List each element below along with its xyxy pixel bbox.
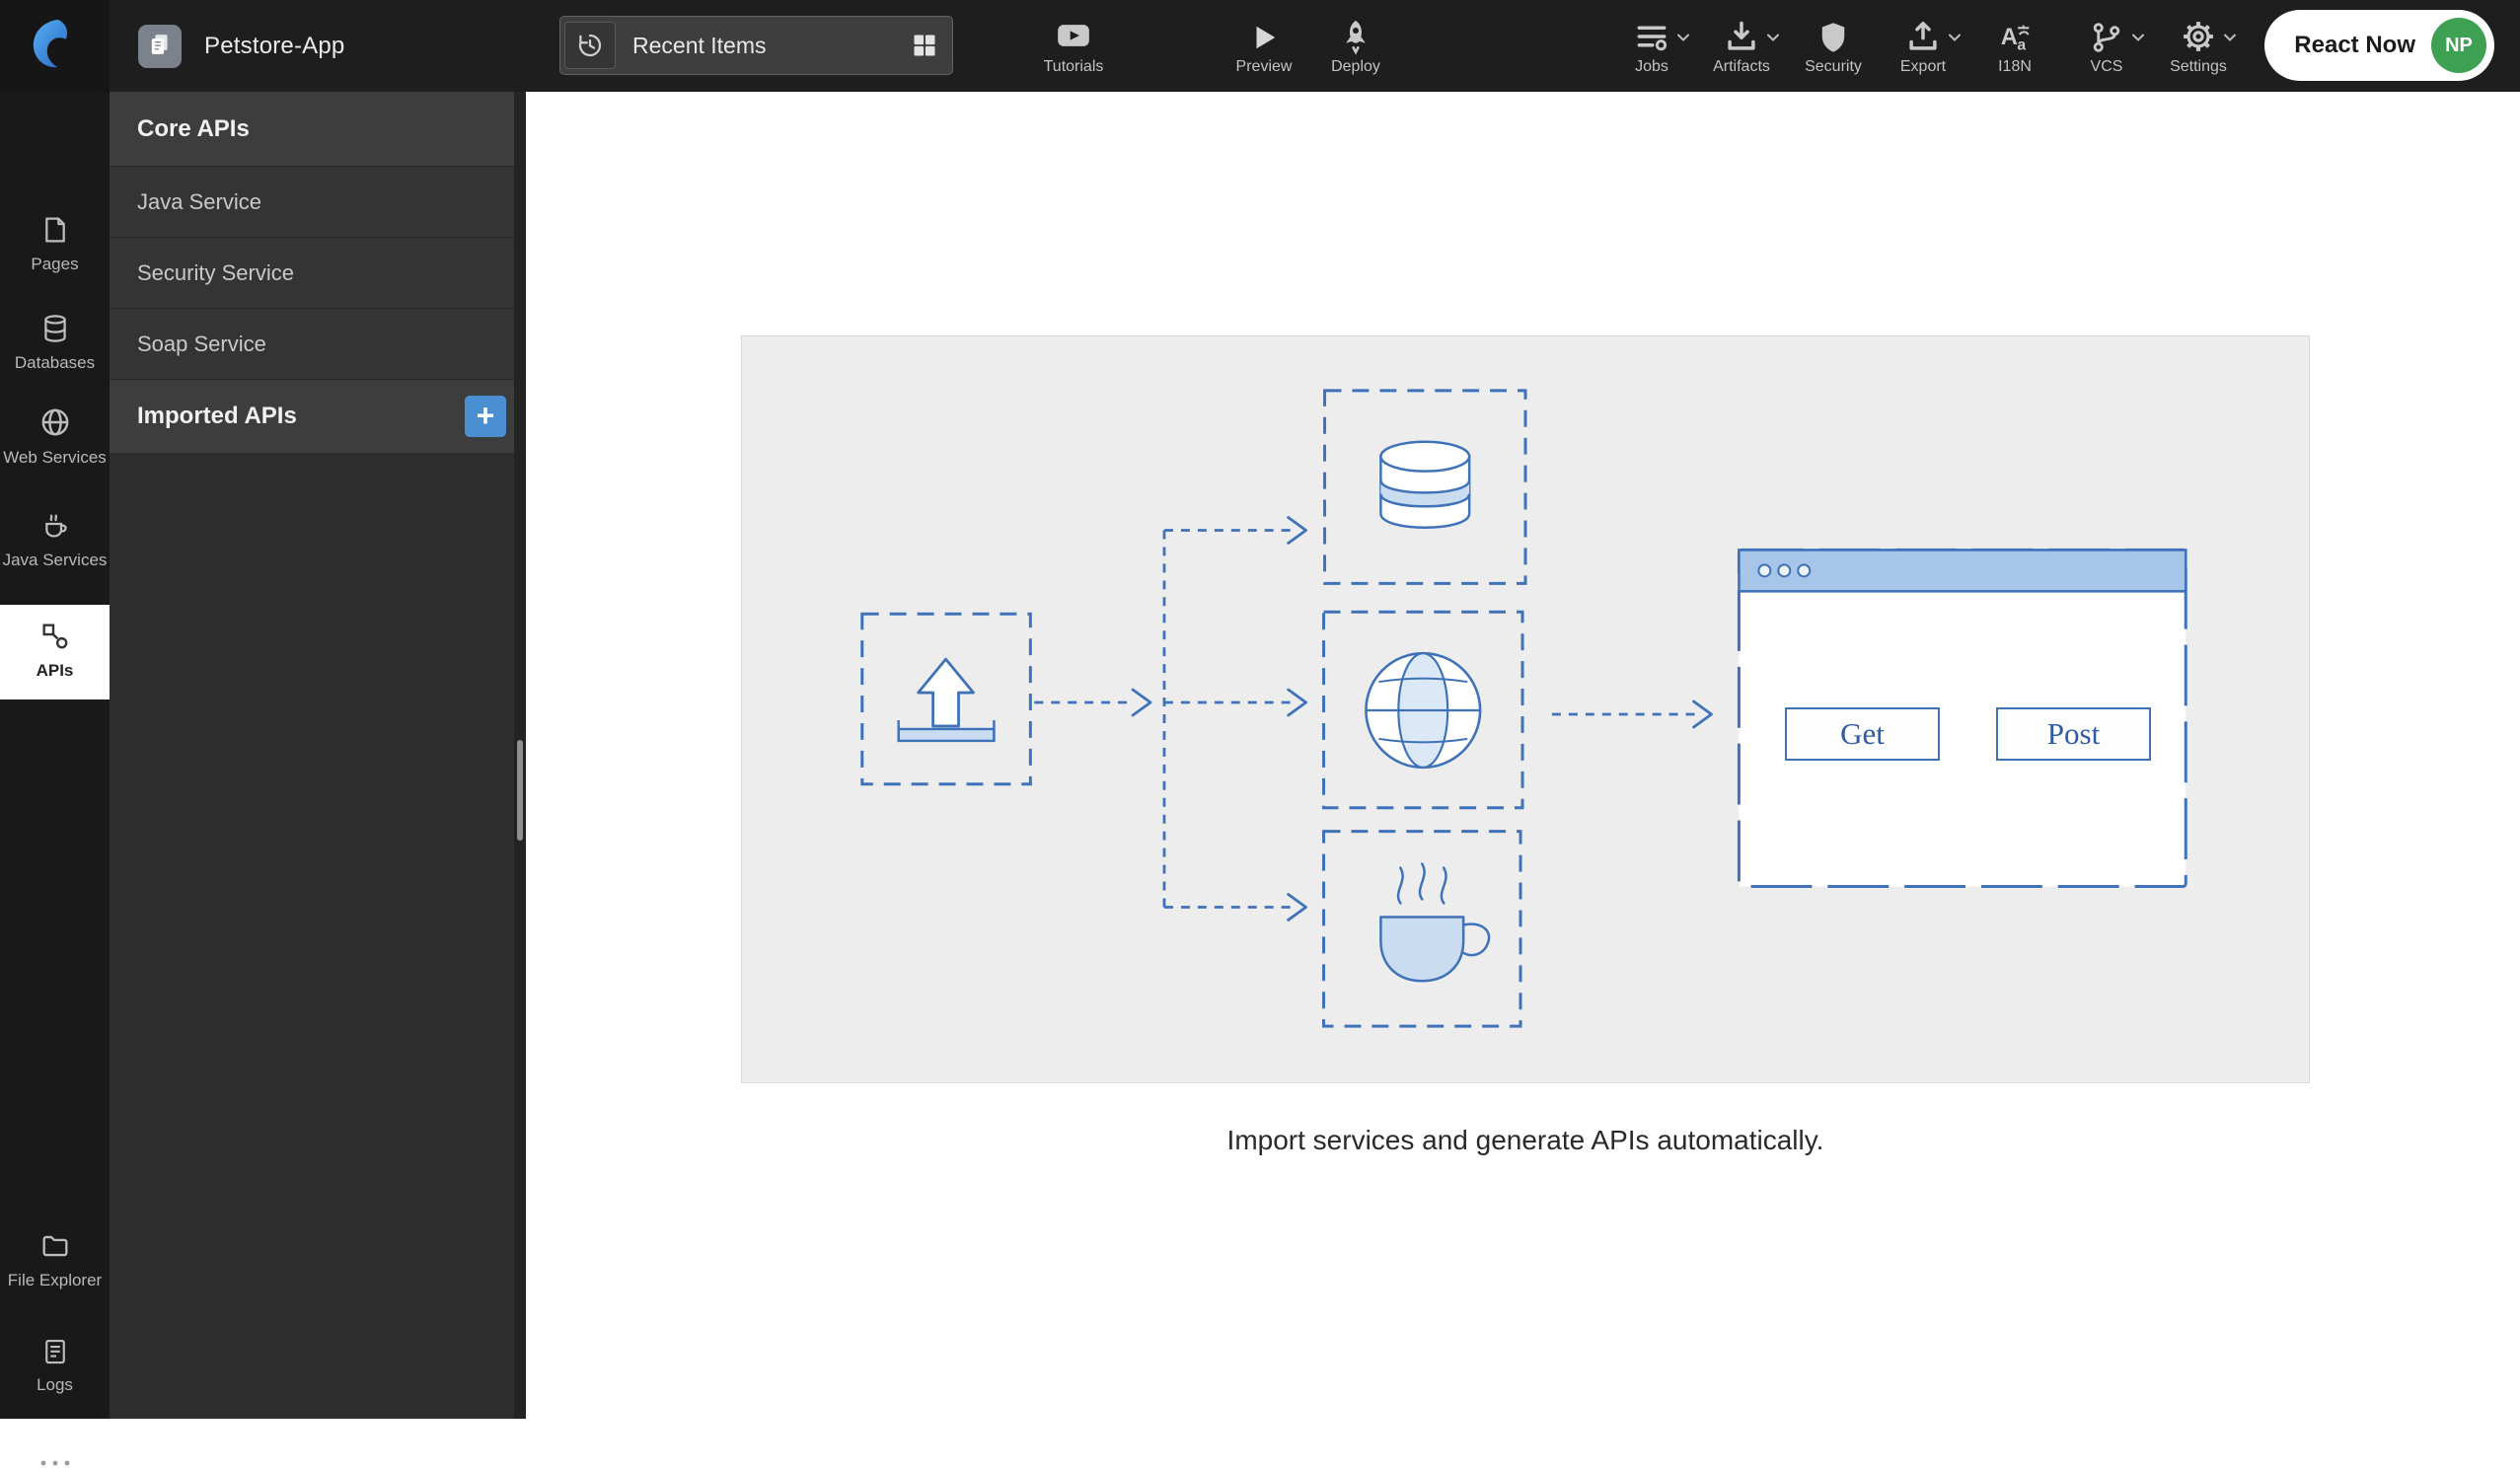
java-service-box xyxy=(1322,830,1522,1028)
sidebar-item-file-explorer[interactable]: File Explorer xyxy=(0,1230,110,1289)
svg-text:a: a xyxy=(2017,37,2026,53)
sidebar-item-apis[interactable]: APIs xyxy=(0,605,110,699)
chevron-down-icon xyxy=(1765,30,1781,47)
panel-item-soap-service[interactable]: Soap Service xyxy=(110,308,526,379)
chevron-down-icon xyxy=(1675,30,1691,47)
database-cylinder-icon xyxy=(1379,440,1471,529)
rail-overflow-button[interactable] xyxy=(0,1453,110,1472)
rocket-icon xyxy=(1292,12,1420,55)
panel-scrollbar-track[interactable] xyxy=(514,92,526,1419)
shield-icon xyxy=(1769,12,1897,55)
i18n-button[interactable]: A a I18N xyxy=(1951,12,2079,76)
add-imported-api-button[interactable]: + xyxy=(465,396,506,437)
coffee-cup-icon xyxy=(1379,862,1491,983)
chevron-down-icon xyxy=(2222,30,2238,47)
apis-panel: Core APIs Java Service Security Service … xyxy=(110,92,526,1419)
get-button-illustration: Get xyxy=(1785,707,1940,761)
play-icon xyxy=(1200,12,1328,55)
upload-icon xyxy=(897,657,996,743)
gear-icon xyxy=(2134,12,2262,55)
pages-icon xyxy=(39,217,71,250)
post-button-illustration: Post xyxy=(1996,707,2151,761)
settings-menu[interactable]: Settings xyxy=(2134,12,2262,76)
database-box xyxy=(1323,389,1527,585)
avatar[interactable]: NP xyxy=(2431,18,2486,73)
canvas-caption: Import services and generate APIs automa… xyxy=(1226,1125,1824,1155)
recent-items-label: Recent Items xyxy=(632,32,767,58)
coffee-icon xyxy=(39,514,71,546)
left-navigation-rail: Pages Databases Web Services Jav xyxy=(0,92,110,1466)
panel-item-java-service[interactable]: Java Service xyxy=(110,166,526,237)
chevron-down-icon xyxy=(1947,30,1963,47)
panel-scrollbar-thumb[interactable] xyxy=(517,740,523,841)
history-icon xyxy=(564,22,616,69)
imported-apis-header: Imported APIs + xyxy=(110,379,526,453)
git-branch-icon xyxy=(2042,12,2171,55)
wavemaker-logo-icon xyxy=(27,15,84,77)
globe-icon xyxy=(38,408,72,443)
deploy-button[interactable]: Deploy xyxy=(1292,12,1420,76)
preview-button[interactable]: Preview xyxy=(1200,12,1328,76)
top-header-bar: Petstore-App Recent Items Tutorials Prev… xyxy=(0,0,2520,92)
youtube-icon xyxy=(1009,12,1138,55)
flow-arrows xyxy=(1034,516,1713,921)
security-button[interactable]: Security xyxy=(1769,12,1897,76)
sidebar-item-web-services[interactable]: Web Services xyxy=(0,405,110,467)
sidebar-item-logs[interactable]: Logs xyxy=(0,1337,110,1394)
main-content: Get Post Import services and generate AP… xyxy=(526,92,2520,1419)
folder-icon xyxy=(39,1235,71,1266)
svg-text:A: A xyxy=(2001,24,2018,50)
web-service-box xyxy=(1322,610,1524,810)
tutorials-button[interactable]: Tutorials xyxy=(1009,12,1138,76)
ellipsis-icon xyxy=(38,1453,72,1472)
jobs-icon xyxy=(1588,12,1716,55)
globe-illustration-icon xyxy=(1365,651,1482,770)
app-icon[interactable] xyxy=(138,25,182,68)
chevron-down-icon xyxy=(2130,30,2146,47)
import-flow-diagram xyxy=(860,389,2187,1028)
sidebar-item-pages[interactable]: Pages xyxy=(0,214,110,273)
i18n-icon: A a xyxy=(1951,12,2079,55)
sidebar-item-java-services[interactable]: Java Services xyxy=(0,510,110,569)
grid-icon[interactable] xyxy=(911,32,938,59)
logs-icon xyxy=(40,1339,70,1370)
upload-box xyxy=(860,612,1032,786)
browser-window-icon xyxy=(1737,548,2187,889)
recent-items-dropdown[interactable]: Recent Items xyxy=(559,16,953,75)
panel-item-security-service[interactable]: Security Service xyxy=(110,237,526,308)
api-link-icon xyxy=(39,624,71,656)
core-apis-header: Core APIs xyxy=(110,92,526,166)
import-illustration-card: Get Post xyxy=(741,335,2310,1083)
artifacts-download-icon xyxy=(1677,12,1806,55)
export-menu[interactable]: Export xyxy=(1859,12,1987,76)
project-title: Petstore-App xyxy=(204,33,345,59)
react-now-button[interactable]: React Now NP xyxy=(2264,10,2494,81)
export-icon xyxy=(1859,12,1987,55)
artifacts-menu[interactable]: Artifacts xyxy=(1677,12,1806,76)
jobs-menu[interactable]: Jobs xyxy=(1588,12,1716,76)
vcs-menu[interactable]: VCS xyxy=(2042,12,2171,76)
sidebar-item-databases[interactable]: Databases xyxy=(0,313,110,372)
database-icon xyxy=(39,315,71,348)
stacked-pages-icon xyxy=(146,31,174,63)
brand-logo-block[interactable] xyxy=(0,0,110,92)
